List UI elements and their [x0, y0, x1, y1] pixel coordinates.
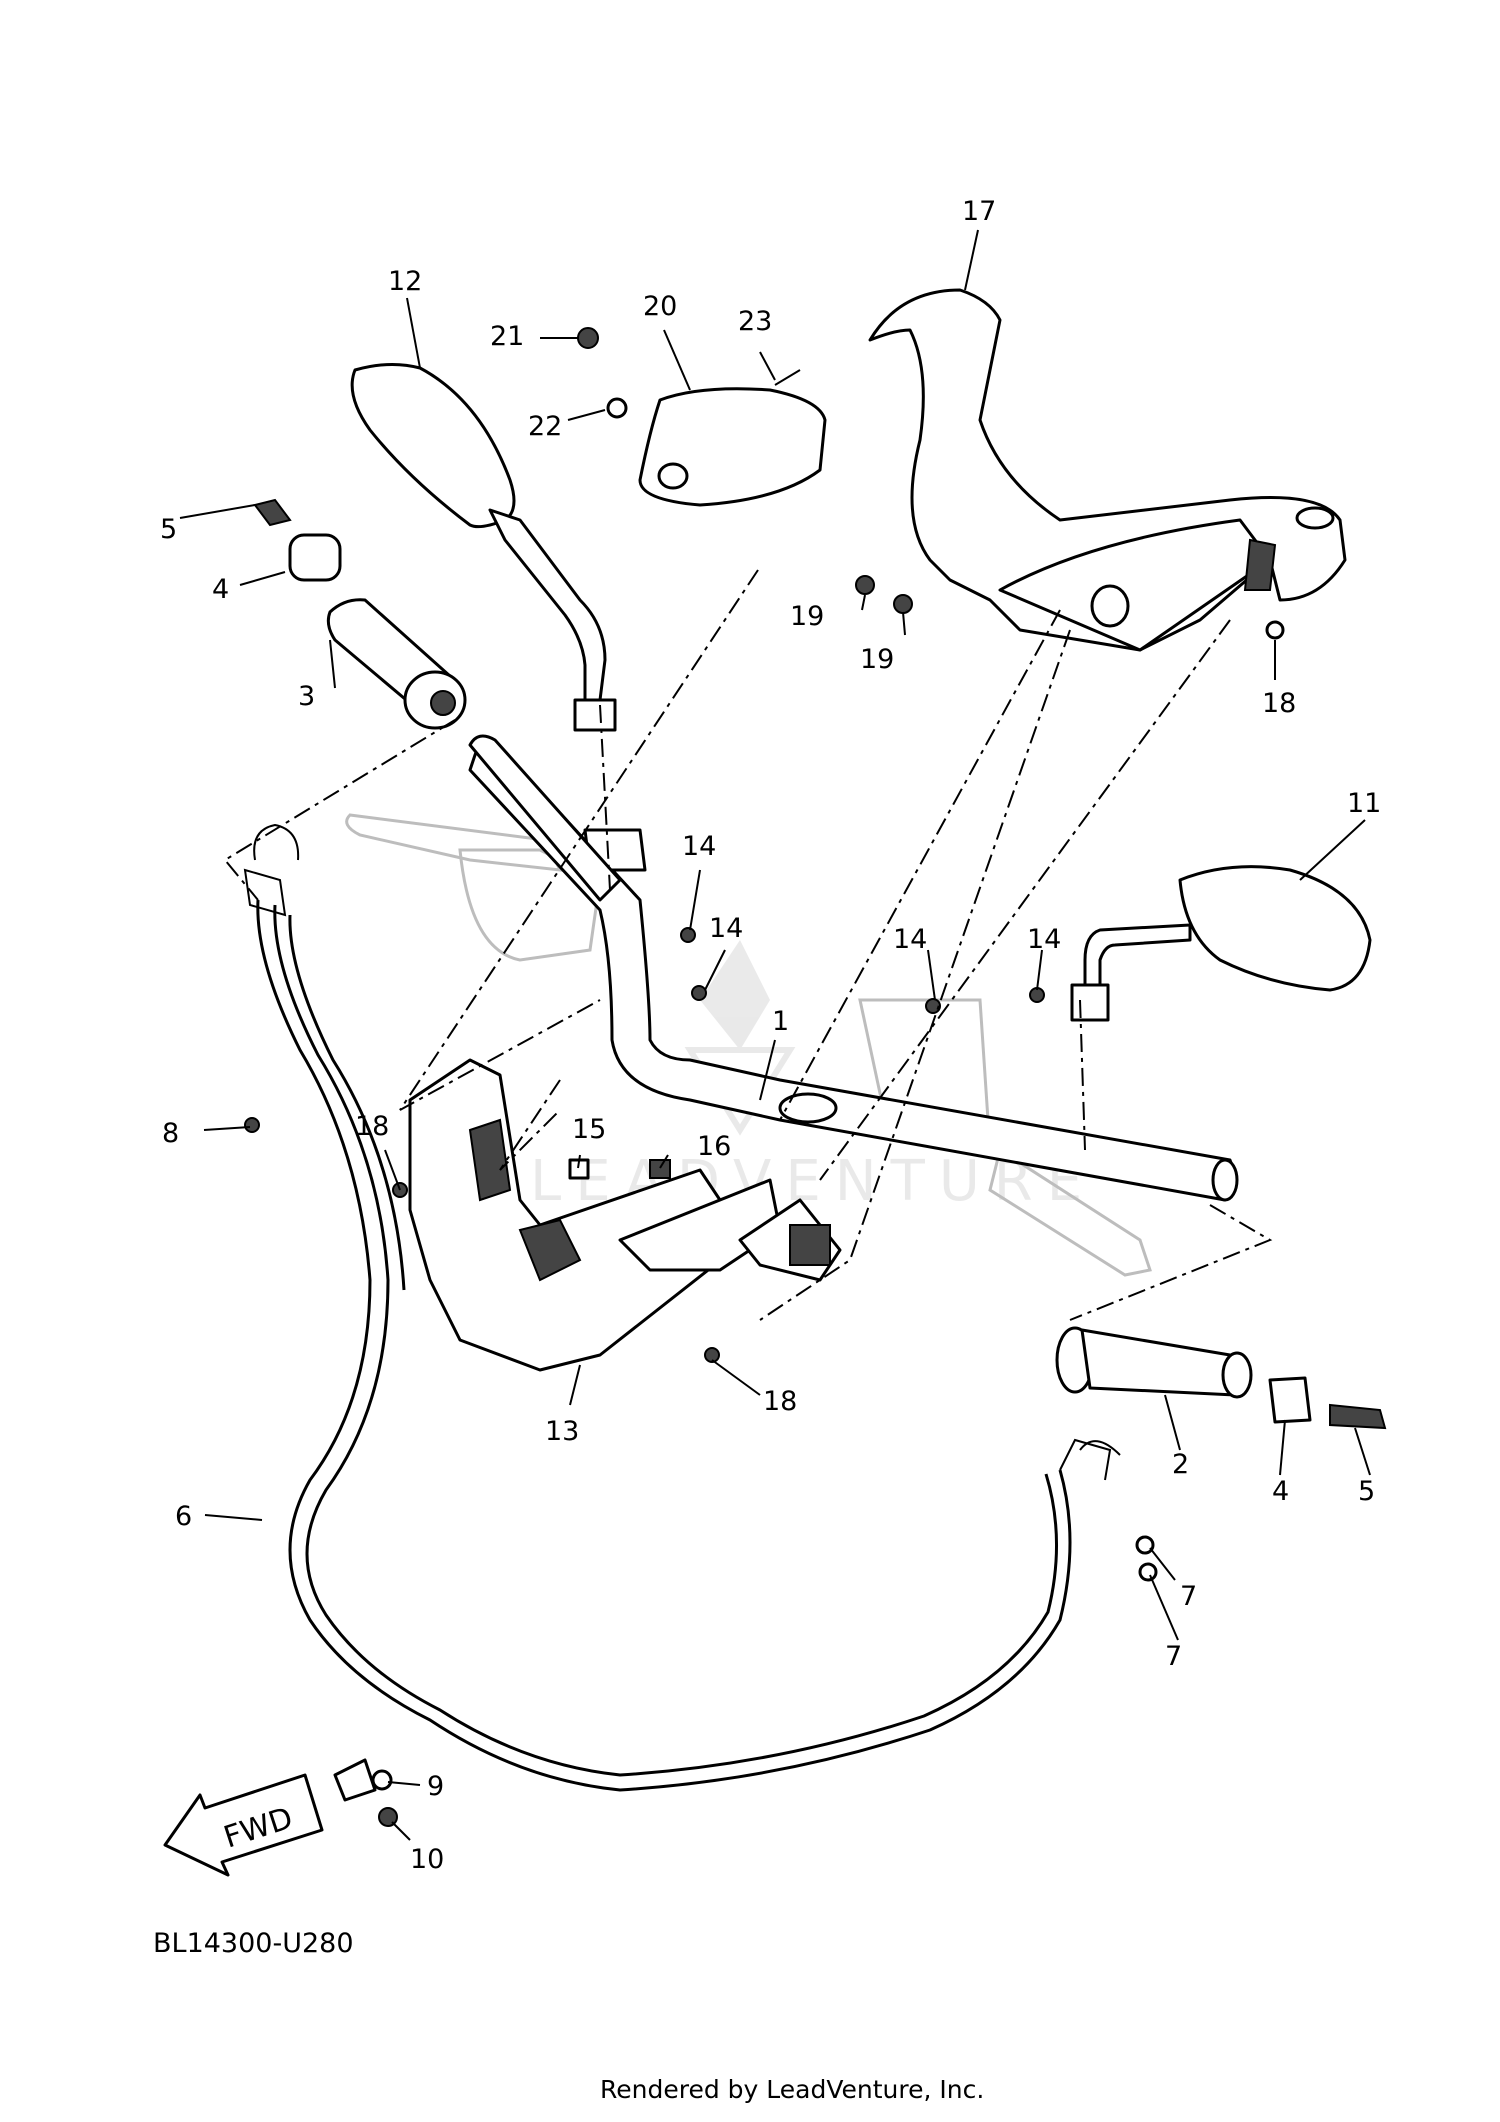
fasteners — [244, 327, 1285, 1827]
callout-21: 21 — [490, 321, 524, 352]
right-mirror — [1070, 865, 1372, 1022]
leadventure-watermark: LEADVENTURE — [530, 940, 1082, 1214]
callout-18c: 18 — [1262, 688, 1296, 719]
callout-16: 16 — [697, 1131, 731, 1162]
render-credit: Rendered by LeadVenture, Inc. — [600, 2075, 985, 2104]
lower-cover — [408, 1058, 842, 1372]
callout-leaders — [179, 229, 1371, 1841]
callout-5b: 5 — [1358, 1476, 1375, 1507]
callout-4b: 4 — [1272, 1476, 1289, 1507]
left-grip-assembly — [253, 498, 467, 730]
callout-5a: 5 — [160, 514, 177, 545]
diagram-code: BL14300-U280 — [153, 1928, 354, 1959]
callout-7b: 7 — [1165, 1641, 1182, 1672]
callout-9: 9 — [427, 1771, 444, 1802]
callout-10: 10 — [410, 1844, 444, 1875]
fwd-direction-arrow: FWD — [163, 1773, 324, 1877]
callout-14a: 14 — [682, 831, 716, 862]
assembly-guide-lines — [223, 569, 1273, 1321]
callout-3: 3 — [298, 681, 315, 712]
callout-7a: 7 — [1180, 1581, 1197, 1612]
handlebar — [468, 743, 1239, 1202]
callout-14b: 14 — [709, 913, 743, 944]
callout-22: 22 — [528, 411, 562, 442]
front-upper-cover — [638, 387, 827, 507]
callout-8: 8 — [162, 1118, 179, 1149]
left-mirror — [350, 362, 617, 732]
callout-19a: 19 — [790, 601, 824, 632]
callout-11: 11 — [1347, 788, 1381, 819]
callout-20: 20 — [643, 291, 677, 322]
callout-19b: 19 — [860, 644, 894, 675]
ghost-left-lever — [345, 813, 602, 962]
callout-12: 12 — [388, 266, 422, 297]
callout-2: 2 — [1172, 1449, 1189, 1480]
callout-13: 13 — [545, 1416, 579, 1447]
callout-18a: 18 — [355, 1111, 389, 1142]
rear-handle-cover — [868, 288, 1347, 652]
callout-1: 1 — [772, 1006, 789, 1037]
callout-14d: 14 — [1027, 924, 1061, 955]
callout-17: 17 — [962, 196, 996, 227]
callout-14c: 14 — [893, 924, 927, 955]
callout-labels: 1 2 3 4 4 5 5 6 7 7 8 9 10 11 12 13 14 1… — [160, 196, 1381, 1875]
callout-15: 15 — [572, 1114, 606, 1145]
callout-6: 6 — [175, 1501, 192, 1532]
throttle-cables — [243, 823, 1121, 1792]
left-bar-end — [468, 734, 622, 902]
callout-4a: 4 — [212, 574, 229, 605]
right-grip-assembly — [1055, 1326, 1387, 1430]
callout-18b: 18 — [763, 1386, 797, 1417]
callout-23: 23 — [738, 306, 772, 337]
